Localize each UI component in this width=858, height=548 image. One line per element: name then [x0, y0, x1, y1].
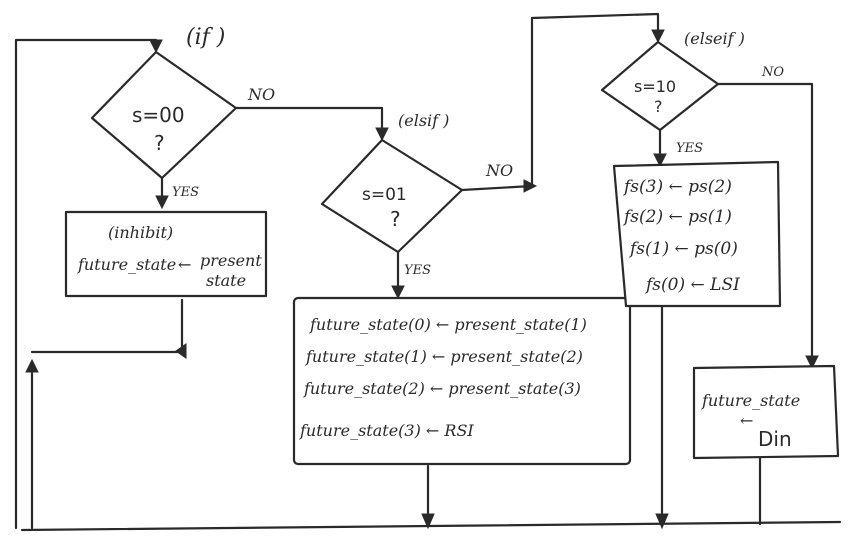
arrowhead-bottom-merge-2 — [655, 513, 669, 530]
box-load: future_state ← Din — [692, 364, 840, 460]
box-inhibit-arrow: ← — [178, 255, 191, 274]
decision-s10-yes-label: YES — [676, 141, 703, 156]
decision-s00-condition: s=00 — [132, 103, 185, 127]
shift-right-line-4: future_state(3) ← RSI — [299, 421, 474, 440]
arrowhead-into-shift-left — [653, 153, 667, 168]
arrowhead-inhibit-to-rail — [175, 343, 187, 359]
arrowhead-into-d2 — [375, 127, 389, 142]
box-inhibit-title: (inhibit) — [108, 223, 173, 242]
label-elseif: (elseif ) — [684, 29, 745, 48]
decision-s10-question: ? — [654, 97, 663, 116]
box-load-arrow: ← — [740, 411, 753, 430]
arrowhead-into-load — [805, 355, 819, 370]
decision-s01-no-label: NO — [485, 161, 513, 180]
label-elsif: (elsif ) — [398, 111, 449, 130]
box-inhibit-right-2: state — [206, 271, 246, 290]
box-inhibit-right-1: present — [200, 251, 262, 270]
label-if: (if ) — [186, 25, 225, 50]
box-shift-left: fs(3) ← ps(2) fs(2) ← ps(1) fs(1) ← ps(0… — [612, 160, 782, 308]
decision-s00: s=00 ? — [90, 50, 238, 180]
decision-s10-condition: s=10 — [634, 77, 676, 96]
flow-line-d2-no — [460, 12, 660, 192]
decision-s00-no-label: NO — [247, 85, 275, 104]
shift-right-line-1: future_state(0) ← present_state(1) — [309, 315, 587, 334]
arrowhead-into-inhibit — [155, 195, 169, 210]
decision-s10-no-label: NO — [761, 65, 784, 80]
flow-line-inhibit-out — [30, 298, 184, 354]
flow-line-d1-no — [234, 106, 384, 138]
box-inhibit-line-left: future_state — [77, 255, 176, 274]
box-load-line-2: Din — [758, 427, 792, 451]
flow-line-bottom-bus — [20, 520, 842, 532]
arrowhead-into-d1 — [149, 39, 163, 54]
box-shift-right: future_state(0) ← present_state(1) futur… — [292, 296, 632, 466]
shift-right-line-3: future_state(2) ← present_state(3) — [303, 379, 581, 398]
decision-s01-question: ? — [390, 207, 401, 231]
flow-line-d3-no — [716, 82, 814, 366]
decision-s01: s=01 ? — [320, 138, 464, 254]
decision-s01-yes-label: YES — [404, 263, 431, 278]
decision-s00-yes-label: YES — [172, 185, 199, 200]
arrowhead-into-shift-right — [391, 285, 405, 300]
shift-right-line-2: future_state(1) ← present_state(2) — [305, 347, 583, 366]
arrowhead-bottom-left — [27, 360, 37, 373]
shift-left-line-1: fs(3) ← ps(2) — [622, 177, 732, 197]
decision-s01-condition: s=01 — [362, 185, 407, 205]
box-inhibit: (inhibit) future_state ← present state — [64, 210, 268, 298]
arrowhead-into-d3 — [651, 29, 665, 44]
shift-left-line-3: fs(1) ← ps(0) — [628, 239, 738, 259]
shift-left-line-2: fs(2) ← ps(1) — [622, 207, 732, 227]
decision-s10: s=10 ? — [600, 40, 720, 132]
decision-s00-question: ? — [154, 131, 165, 155]
shift-left-line-4: fs(0) ← LSI — [644, 275, 740, 295]
box-load-line-1: future_state — [701, 391, 800, 410]
arrowhead-bottom-merge-1 — [421, 513, 435, 530]
arrowhead-d2-no-right — [523, 179, 538, 193]
